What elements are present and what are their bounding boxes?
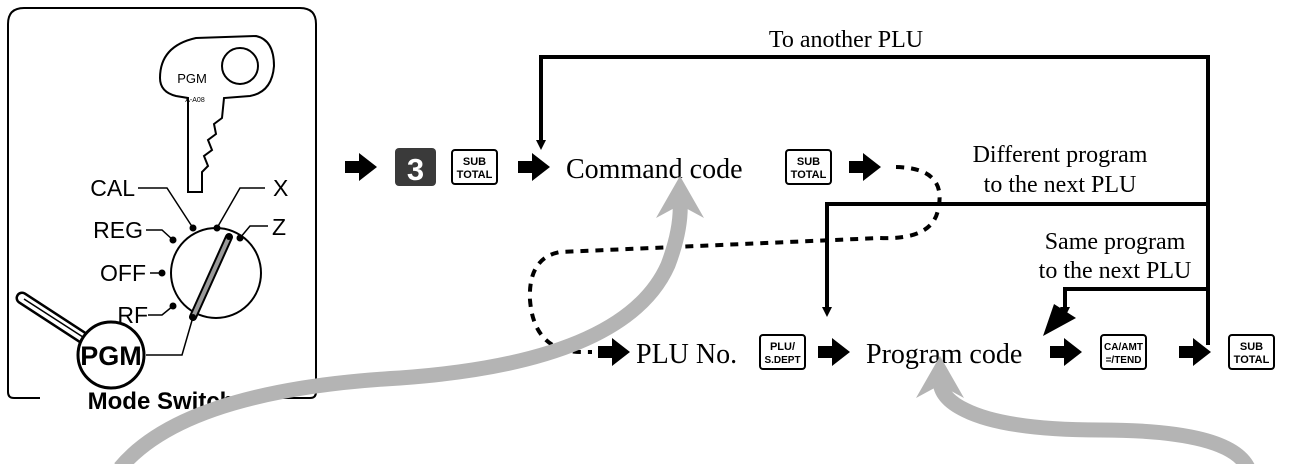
- ca-amt-key: CA/AMT =/TEND: [1100, 334, 1147, 370]
- subtotal-key-line1: SUB: [463, 156, 486, 168]
- mode-label-x: X: [273, 175, 288, 201]
- arrow-right-icon: [849, 153, 881, 181]
- subtotal-key: SUB TOTAL: [785, 149, 832, 185]
- loop-different-label-line1: Different program: [973, 142, 1148, 168]
- ca-amt-key-line2: =/TEND: [1106, 355, 1142, 366]
- mode-switch-frame: [7, 7, 317, 399]
- mode-label-pgm: PGM: [80, 341, 142, 371]
- flow-area: 3 SUB TOTAL Command code SUB TOTAL To an…: [345, 27, 1275, 370]
- mode-label-reg: REG: [93, 217, 143, 243]
- callout-arrowhead-command-code: [656, 176, 704, 218]
- subtotal-key-line2: TOTAL: [457, 169, 493, 181]
- loop-another-plu-label: To another PLU: [769, 27, 923, 53]
- mode-switch-panel: Mode Switch PGM A-A08 CAL X REG: [7, 7, 317, 415]
- key-3-label: 3: [407, 152, 424, 187]
- plu-key-line2: S.DEPT: [764, 355, 800, 366]
- subtotal-key-line1: SUB: [1240, 341, 1263, 353]
- loop-different-label-line2: to the next PLU: [984, 172, 1137, 198]
- key-3: 3: [395, 148, 436, 187]
- dashed-connector: [527, 165, 942, 354]
- mode-label-z: Z: [272, 214, 286, 240]
- subtotal-key-line2: TOTAL: [1234, 354, 1270, 366]
- key-code: A-A08: [185, 97, 205, 104]
- command-code-label: Command code: [566, 154, 743, 185]
- key-icon: PGM A-A08: [158, 34, 276, 193]
- magnifier-icon: PGM: [15, 291, 146, 390]
- plu-sdept-key: PLU/ S.DEPT: [759, 334, 806, 370]
- loop-same-label-line1: Same program: [1045, 229, 1186, 255]
- arrow-right-icon: [345, 153, 377, 181]
- callout-arrow-program-code: [932, 379, 1255, 464]
- key-label: PGM: [177, 71, 207, 86]
- arrow-right-icon: [1050, 338, 1082, 366]
- subtotal-key: SUB TOTAL: [451, 149, 498, 185]
- mode-label-off: OFF: [100, 260, 146, 286]
- subtotal-key-line1: SUB: [797, 156, 820, 168]
- arrow-right-icon: [1179, 338, 1211, 366]
- subtotal-key: SUB TOTAL: [1228, 334, 1275, 370]
- mode-label-cal: CAL: [90, 175, 135, 201]
- plu-key-line1: PLU/: [770, 341, 795, 353]
- subtotal-key-line2: TOTAL: [791, 169, 827, 181]
- loop-different-program: [822, 202, 1208, 317]
- mode-dial-pointer: [191, 235, 231, 319]
- plu-no-label: PLU No.: [636, 339, 737, 370]
- arrow-right-icon: [598, 338, 630, 366]
- callout-arrow-command-code: [114, 199, 688, 464]
- callout-arrowhead-program-code: [916, 356, 964, 398]
- arrow-right-icon: [518, 153, 550, 181]
- arrow-right-icon: [818, 338, 850, 366]
- loop-same-label-line2: to the next PLU: [1039, 258, 1192, 284]
- callout-arrows: [114, 176, 1255, 464]
- loop-same-program: [1060, 287, 1208, 317]
- loop-another-plu: [536, 55, 1210, 345]
- ca-amt-key-line1: CA/AMT: [1104, 342, 1143, 353]
